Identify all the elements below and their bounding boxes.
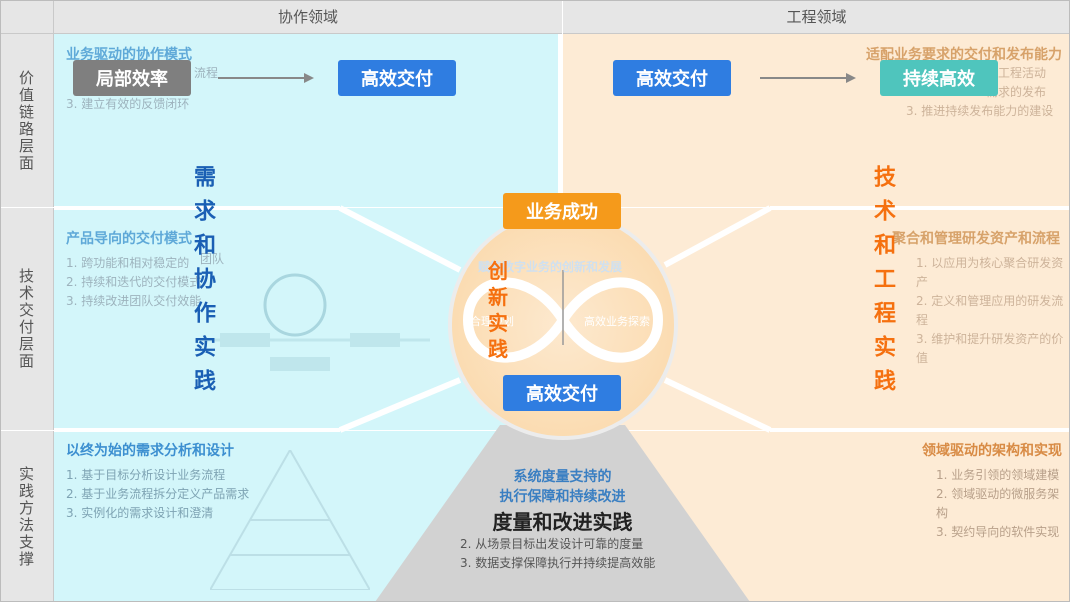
collab-delivery-faded-item: 1. 跨功能和相对稳定的: [66, 256, 190, 270]
arrow-right-icon: [218, 73, 314, 83]
efficient-delivery-tag: 高效交付: [338, 60, 456, 96]
collab-value-faded: 业务驱动的协作模式 流程 3. 建立有效的反馈闭环: [66, 44, 218, 114]
eng-delivery-faded: 聚合和管理研发资产和流程 1. 以应用为核心聚合研发资产 2. 定义和管理应用的…: [892, 228, 1070, 368]
collab-delivery-faded-item: 团队: [200, 252, 225, 266]
local-efficiency-tag: 局部效率: [73, 60, 191, 96]
center-faded-left: 合理规划: [470, 315, 514, 328]
collab-practice-item: 2. 基于业务流程拆分定义产品需求: [66, 487, 250, 501]
eng-practice-block: 领域驱动的架构和实现 1. 业务引领的领域建模 2. 领域驱动的微服务架构 3.…: [922, 440, 1070, 542]
collab-practice-block: 以终为始的需求分析和设计 1. 基于目标分析设计业务流程 2. 基于业务流程拆分…: [66, 440, 249, 523]
collab-value-faded-item: 3. 建立有效的反馈闭环: [66, 97, 190, 111]
iteration-cycle-icon: [200, 273, 430, 371]
measure-block: 系统度量支持的 执行保障和持续改进 度量和改进实践 2. 从场景目标出发设计可靠…: [430, 466, 695, 573]
eng-value-faded: 适配业务要求的交付和发布能力 的工程活动 需求的发布 3. 推进持续发布能力的建…: [866, 44, 1062, 121]
sustained-efficiency-tag: 持续高效: [880, 60, 998, 96]
row-header-practice-support: 实践方法支撑: [0, 431, 54, 602]
measure-item: 3. 数据支撑保障执行并持续提高效能: [460, 556, 656, 570]
collab-value-faded-item: 流程: [194, 66, 219, 80]
pyramid-icon: [210, 450, 370, 590]
efficient-delivery-center-tag: 高效交付: [503, 375, 621, 411]
eng-delivery-faded-title: 聚合和管理研发资产和流程: [892, 231, 1060, 247]
eng-practice-item: 2. 领域驱动的微服务架构: [936, 487, 1060, 520]
measure-subtitle: 系统度量支持的: [513, 469, 612, 485]
collab-practice-item: 1. 基于目标分析设计业务流程: [66, 468, 226, 482]
eng-practice-item: 3. 契约导向的软件实现: [936, 525, 1060, 539]
collab-value-faded-title: 业务驱动的协作模式: [66, 47, 192, 63]
requirements-collab-practice: 需求和协作实践: [190, 165, 215, 403]
eng-value-faded-item: 的工程活动: [986, 66, 1047, 80]
row-header-tech-delivery: 技术交付层面: [0, 208, 54, 430]
eng-delivery-faded-item: 1. 以应用为核心聚合研发资产: [916, 256, 1064, 289]
collab-practice-title: 以终为始的需求分析和设计: [66, 443, 234, 459]
measure-item: 2. 从场景目标出发设计可靠的度量: [460, 537, 644, 551]
eng-value-faded-item: 3. 推进持续发布能力的建设: [906, 104, 1054, 118]
arrow-right-icon: [760, 73, 856, 83]
collab-domain-header: 协作领域: [54, 0, 562, 34]
center-faded-title: 赋能数字业务的创新和发展: [478, 260, 623, 274]
efficient-delivery-tag-eng: 高效交付: [613, 60, 731, 96]
measure-title: 度量和改进实践: [492, 510, 633, 534]
engineering-domain-header: 工程领域: [563, 0, 1070, 34]
eng-practice-title: 领域驱动的架构和实现: [922, 443, 1062, 459]
infinity-loop-icon: [462, 270, 664, 363]
collab-delivery-faded-title: 产品导向的交付模式: [66, 231, 192, 247]
eng-delivery-faded-item: 2. 定义和管理应用的研发流程: [916, 294, 1064, 327]
collab-delivery-faded-item: 3. 持续改进团队交付效能: [66, 294, 202, 308]
row-header-value-chain: 价值链路层面: [0, 34, 54, 207]
eng-delivery-faded-item: 3. 维护和提升研发资产的价值: [916, 332, 1064, 365]
eng-practice-item: 1. 业务引领的领域建模: [936, 468, 1060, 482]
measure-subtitle: 执行保障和持续改进: [499, 489, 626, 505]
innovation-practice-label: 创新实践: [488, 259, 508, 361]
collab-practice-item: 3. 实例化的需求设计和澄清: [66, 506, 214, 520]
eng-value-faded-title: 适配业务要求的交付和发布能力: [866, 47, 1062, 63]
tech-engineering-practice: 技术和工程实践: [870, 165, 895, 403]
center-faded-right: 高效业务探索: [584, 315, 650, 328]
corner-cell: [0, 0, 54, 34]
collab-delivery-faded-item: 2. 持续和迭代的交付模式: [66, 275, 202, 289]
collab-delivery-faded: 产品导向的交付模式 1. 跨功能和相对稳定的 2. 持续和迭代的交付模式 3. …: [66, 228, 201, 311]
business-success-tag: 业务成功: [503, 193, 621, 229]
eng-value-faded-item: 需求的发布: [986, 85, 1047, 99]
